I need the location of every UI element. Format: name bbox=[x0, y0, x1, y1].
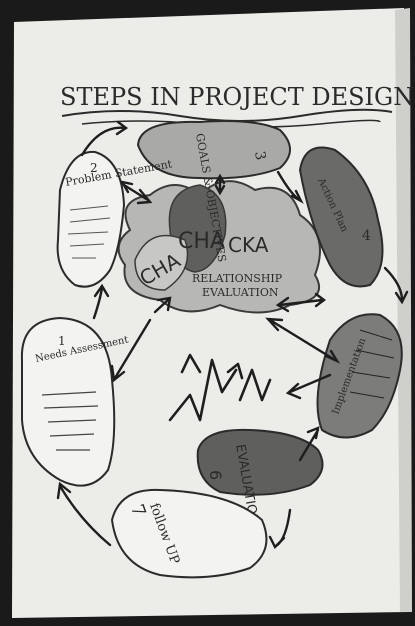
cha-label-3: CKA bbox=[228, 233, 269, 257]
eval-step-number: 6 bbox=[206, 470, 225, 480]
chart-title: STEPS IN PROJECT DESIGN bbox=[60, 83, 414, 111]
center-text-evaluation: EVALUATION bbox=[202, 286, 279, 299]
center-text-relationship: RELATIONSHIP bbox=[192, 272, 283, 285]
needs-step-number: 1 bbox=[58, 334, 66, 348]
plan-step-number: 4 bbox=[362, 228, 371, 244]
